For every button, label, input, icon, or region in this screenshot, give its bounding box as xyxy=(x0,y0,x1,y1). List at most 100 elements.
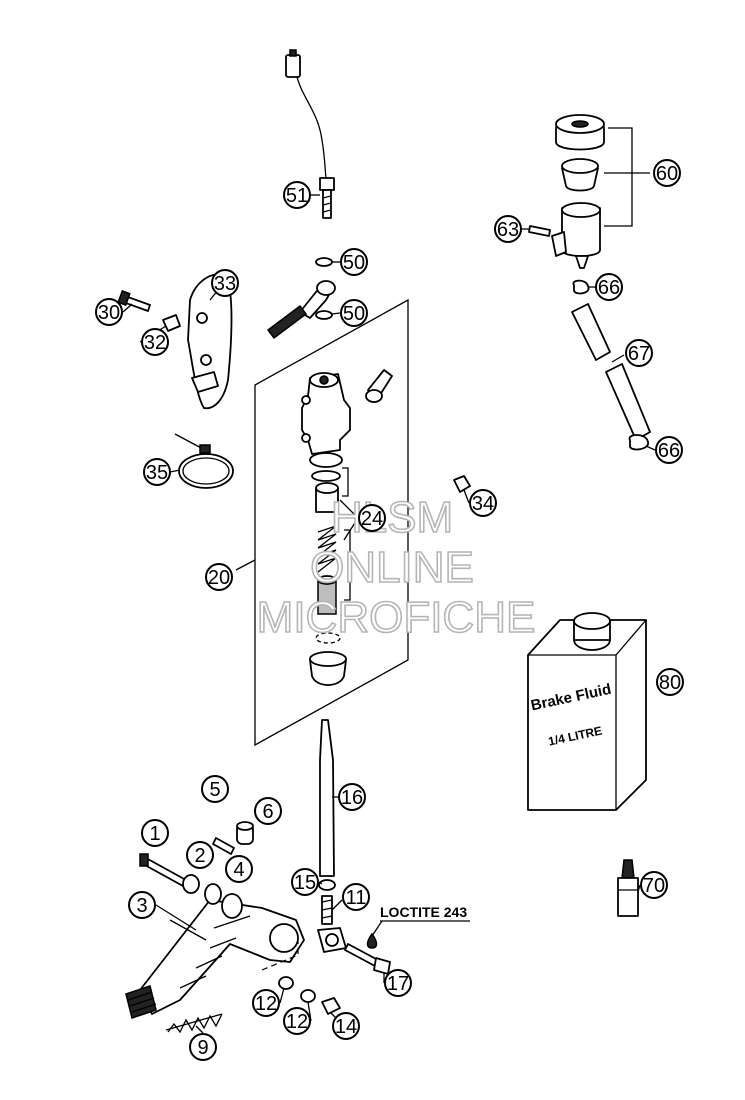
callout-circle xyxy=(141,328,169,356)
callout-number: 34 xyxy=(472,493,494,515)
callout-circle xyxy=(205,563,233,591)
callout-c50b: 50 xyxy=(340,299,368,327)
brake-fluid-can: Brake Fluid 1/4 LITRE xyxy=(527,612,647,811)
callout-circle xyxy=(283,1007,311,1035)
lower-hardware xyxy=(261,940,341,1015)
callout-circle xyxy=(358,504,386,532)
banjo-fitting xyxy=(266,257,336,340)
callout-circle xyxy=(653,159,681,187)
callout-c12b: 12 xyxy=(283,1007,311,1035)
loctite-tube xyxy=(617,859,639,917)
callout-number: 70 xyxy=(643,875,665,897)
callout-number: 80 xyxy=(659,672,681,694)
callout-c14: 14 xyxy=(332,1012,360,1040)
callout-circle xyxy=(332,1012,360,1040)
callout-circle xyxy=(656,668,684,696)
brake-light-switch xyxy=(285,49,335,219)
callout-circle xyxy=(340,248,368,276)
watermark-line-3: MICROFICHE xyxy=(257,593,536,642)
callout-circle xyxy=(252,989,280,1017)
callout-c63: 63 xyxy=(494,215,522,243)
callout-c80: 80 xyxy=(656,668,684,696)
callout-c11: 11 xyxy=(342,883,370,911)
callout-c34: 34 xyxy=(469,489,497,517)
callout-c50a: 50 xyxy=(340,248,368,276)
callout-c33: 33 xyxy=(211,269,239,297)
callout-number: 66 xyxy=(598,277,620,299)
callout-c6: 6 xyxy=(254,797,282,825)
master-cylinder-frame xyxy=(235,298,409,747)
callout-c12a: 12 xyxy=(252,989,280,1017)
clevis xyxy=(317,927,391,975)
callout-c3: 3 xyxy=(128,891,156,919)
callout-number: 50 xyxy=(343,303,365,325)
callout-number: 67 xyxy=(628,343,650,365)
callout-c24: 24 xyxy=(358,504,386,532)
callout-circle xyxy=(384,969,412,997)
callout-number: 6 xyxy=(262,801,273,823)
callout-number: 17 xyxy=(387,973,409,995)
return-spring xyxy=(165,1013,223,1034)
nut-34 xyxy=(453,475,471,493)
callout-c66a: 66 xyxy=(595,273,623,301)
callout-circle xyxy=(143,458,171,486)
callout-number: 51 xyxy=(286,185,308,207)
callout-c60: 60 xyxy=(653,159,681,187)
callout-circle xyxy=(625,339,653,367)
callout-c1: 1 xyxy=(141,819,169,847)
callout-circle xyxy=(338,783,366,811)
callout-circle xyxy=(342,883,370,911)
callout-number: 35 xyxy=(146,462,168,484)
pedal-pivot-parts xyxy=(139,821,254,919)
callout-c16: 16 xyxy=(338,783,366,811)
master-cylinder-cover xyxy=(117,273,233,410)
callout-number: 33 xyxy=(214,273,236,295)
watermark-line-2: ONLINE xyxy=(310,543,474,592)
callout-number: 50 xyxy=(343,252,365,274)
callout-number: 5 xyxy=(209,779,220,801)
callout-number: 63 xyxy=(497,219,519,241)
callout-circle xyxy=(469,489,497,517)
callout-number: 12 xyxy=(255,993,277,1015)
callout-circle xyxy=(186,841,214,869)
callout-number: 14 xyxy=(335,1016,357,1038)
callout-c17: 17 xyxy=(384,969,412,997)
callout-circle xyxy=(189,1033,217,1061)
callout-number: 1 xyxy=(149,823,160,845)
callout-number: 60 xyxy=(656,163,678,185)
callout-c2: 2 xyxy=(186,841,214,869)
callout-number: 11 xyxy=(346,887,367,909)
callout-c35: 35 xyxy=(143,458,171,486)
callout-number: 3 xyxy=(136,895,147,917)
callout-circle xyxy=(640,871,668,899)
callout-number: 30 xyxy=(98,302,120,324)
callout-circle xyxy=(595,273,623,301)
callout-number: 12 xyxy=(286,1011,308,1033)
callout-circle xyxy=(201,775,229,803)
cable-tie xyxy=(174,433,234,489)
callout-circle xyxy=(655,436,683,464)
brake-fluid-reservoir xyxy=(528,114,651,451)
watermark-line-1: HLSM xyxy=(331,493,453,542)
callout-number: 66 xyxy=(658,440,680,462)
callout-number: 16 xyxy=(341,787,363,809)
callout-circle xyxy=(128,891,156,919)
part-callouts: 5150503330323524342060636667668016561243… xyxy=(95,159,684,1061)
callout-c15: 15 xyxy=(291,868,319,896)
callout-c30: 30 xyxy=(95,298,123,326)
callout-circle xyxy=(141,819,169,847)
callout-number: 32 xyxy=(144,332,166,354)
loctite-note: LOCTITE 243 xyxy=(366,904,470,949)
callout-circle xyxy=(291,868,319,896)
callout-c20: 20 xyxy=(205,563,233,591)
callout-number: 20 xyxy=(208,567,230,589)
callout-c4: 4 xyxy=(225,855,253,883)
callout-c5: 5 xyxy=(201,775,229,803)
callout-circle xyxy=(225,855,253,883)
callout-number: 9 xyxy=(197,1037,208,1059)
callout-circle xyxy=(254,797,282,825)
callout-number: 24 xyxy=(361,508,383,530)
brake-pedal xyxy=(125,899,305,1019)
watermark: HLSM ONLINE MICROFICHE xyxy=(256,492,536,643)
